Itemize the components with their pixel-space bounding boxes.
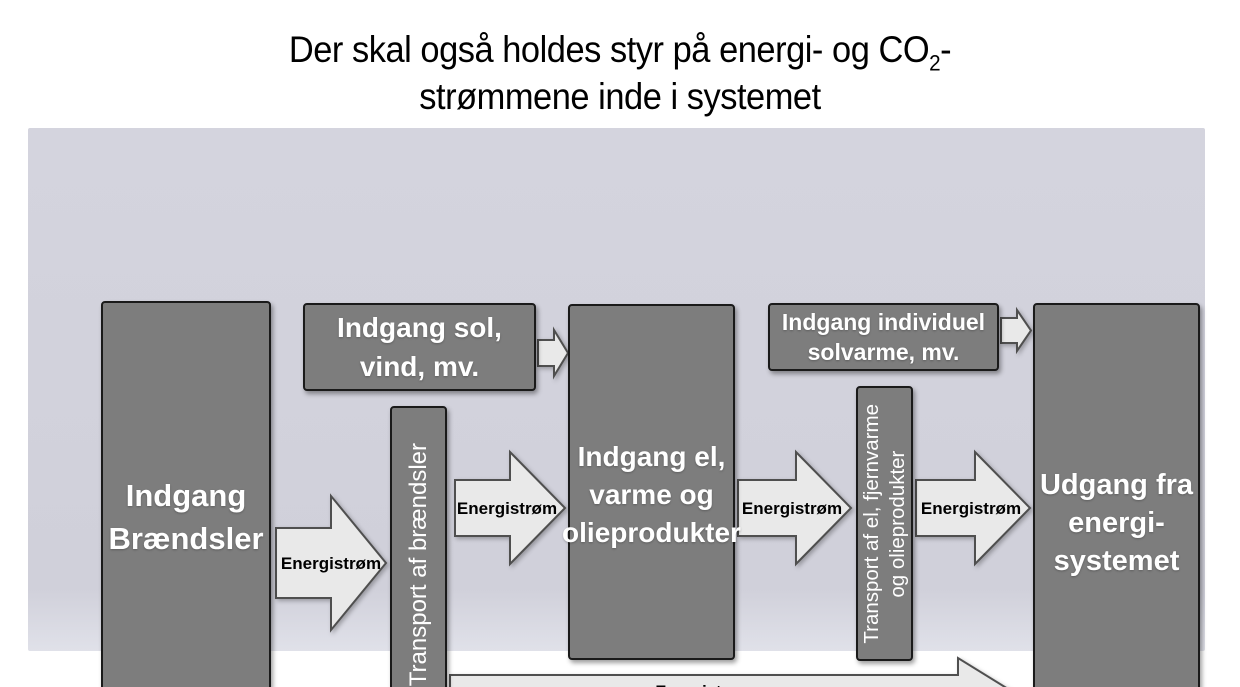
node-label-line: Brændsler: [108, 520, 264, 556]
node-label-line: Indgang el,: [577, 441, 726, 472]
flow-arrow-transport-el-to-udgang: Energistrøm: [915, 449, 1032, 567]
slide-title-line1: Der skal også holdes styr på energi- og …: [288, 29, 952, 76]
flow-arrow-braendsler-to-transport: Energistrøm: [275, 493, 388, 633]
node-label-line: energi-: [1068, 506, 1165, 539]
block-arrow-icon: [915, 449, 1032, 567]
node-label-line: Indgang sol,: [337, 312, 502, 343]
node-label-line: systemet: [1053, 544, 1180, 577]
node-udgang-fra-energisystemet: Udgang fra energi- systemet: [1033, 303, 1200, 687]
node-label-line: Udgang fra: [1039, 468, 1194, 501]
energy-flow-label: Energistrøm: [920, 499, 1022, 518]
energy-flow-label: Energistrøm: [450, 683, 958, 687]
node-label-line: solvarme, mv.: [807, 339, 960, 365]
co2-subscript: 2: [929, 50, 941, 76]
energy-flow-label: Energistrøm: [280, 554, 382, 573]
flow-arrow-solvarme-to-udgang: [1000, 306, 1033, 355]
node-indgang-individuel-solvarme: Indgang individuel solvarme, mv.: [768, 303, 999, 371]
energy-flow-label: Energistrøm: [741, 499, 843, 518]
block-arrow-icon: [1000, 306, 1033, 355]
block-arrow-icon: [537, 326, 570, 380]
node-label-vertical: Transport af brændsler: [404, 442, 432, 687]
node-label-line: Indgang individuel: [781, 309, 986, 335]
node-label-line: Indgang: [125, 477, 247, 513]
node-label-line: olieprodukter: [562, 517, 741, 548]
node-label-line: varme og: [589, 479, 714, 510]
flow-arrow-indgang-el-to-transport-el: Energistrøm: [737, 449, 853, 567]
block-arrow-icon: [737, 449, 853, 567]
slide-title-line2: strømmene inde i systemet: [419, 76, 821, 117]
node-indgang-sol-vind: Indgang sol, vind, mv.: [303, 303, 536, 391]
flow-arrow-transport-to-indgang-el: Energistrøm: [454, 449, 567, 567]
diagram-panel: Energistrøm Energistrøm Energistrøm Ener…: [28, 128, 1205, 687]
node-indgang-braendsler: Indgang Brændsler: [101, 301, 271, 687]
node-indgang-el-varme-olieprodukter: Indgang el, varme og olieprodukter: [562, 304, 741, 660]
block-arrow-icon: [275, 493, 388, 633]
flow-arrow-sol-to-indgang-el: [537, 326, 570, 380]
block-arrow-icon: [449, 656, 1007, 687]
slide-title: Der skal også holdes styr på energi- og …: [43, 26, 1196, 120]
node-label-line: vind, mv.: [359, 351, 480, 382]
energy-flow-label: Energistrøm: [456, 499, 558, 518]
flow-arrow-bottom-bypass: Energistrøm: [449, 656, 1013, 687]
node-transport-af-braendsler: Transport af brændsler: [390, 406, 447, 687]
block-arrow-icon: [454, 449, 567, 567]
